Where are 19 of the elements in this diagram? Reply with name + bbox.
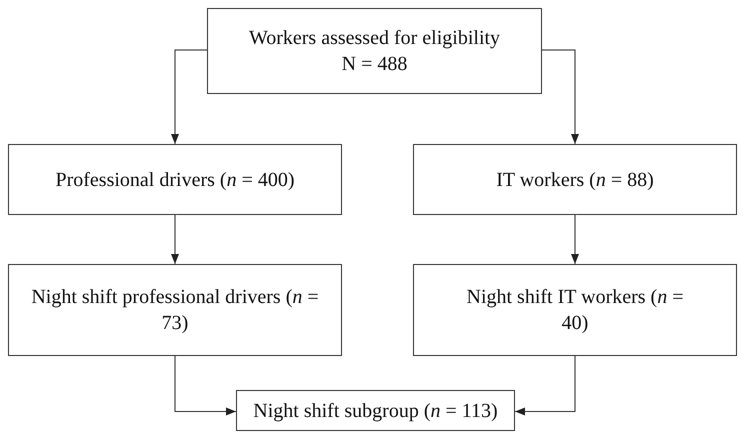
box-text: Professional drivers (n = 400) (55, 168, 295, 192)
process-box (236, 390, 515, 431)
process-box (413, 264, 737, 356)
arrow (171, 50, 208, 144)
arrow (514, 356, 576, 416)
box-text: Night shift professional drivers (n = 73) (30, 285, 320, 336)
arrow (542, 50, 579, 144)
arrow (171, 214, 179, 264)
box-text: IT workers (n = 88) (496, 168, 654, 192)
arrow (174, 356, 236, 416)
box-text: Night shift IT workers (n = 40) (466, 285, 684, 336)
box-text: Night shift subgroup (n = 113) (253, 398, 498, 424)
box-text: Workers assessed for eligibility (248, 26, 500, 51)
process-box (8, 264, 342, 356)
box-text: N = 488 (342, 52, 408, 77)
process-box (8, 144, 342, 215)
arrow (571, 214, 579, 264)
process-box (207, 8, 542, 94)
process-box (413, 144, 737, 215)
